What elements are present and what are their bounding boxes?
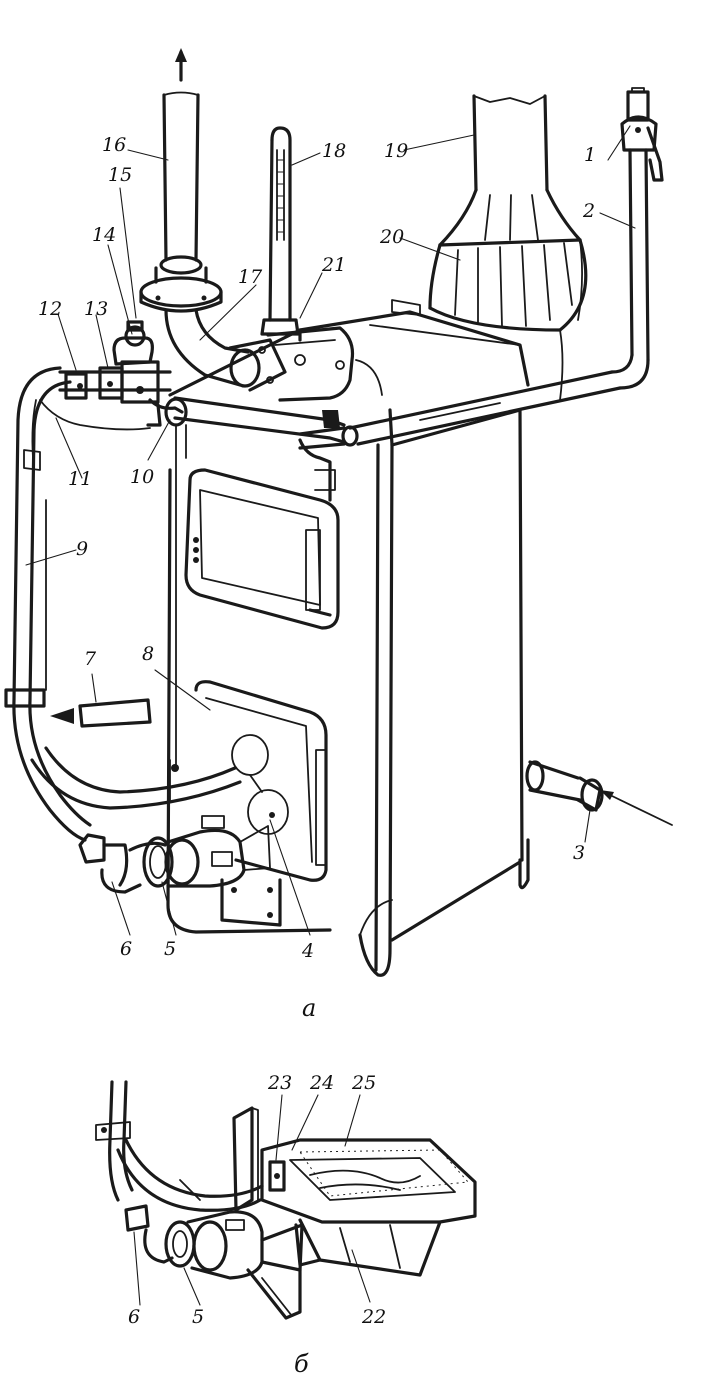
thermometer (260, 126, 300, 336)
chimney (428, 94, 588, 401)
boiler-figure-a (4, 48, 673, 977)
water-inlet-pipe (525, 760, 673, 826)
label-15: 15 (108, 164, 133, 186)
label-16: 16 (102, 134, 127, 156)
label-12: 12 (38, 298, 63, 320)
upper-door (184, 468, 340, 630)
supply-tube (50, 698, 152, 728)
label-2: 2 (583, 200, 596, 222)
flue-pipe (139, 48, 287, 392)
label-b-22: 22 (362, 1306, 387, 1328)
label-1: 1 (584, 144, 597, 166)
boiler-body (166, 299, 530, 977)
label-10: 10 (130, 466, 155, 488)
label-3: 3 (573, 842, 586, 864)
label-b-23: 23 (268, 1072, 293, 1094)
leader-lines-a (25, 125, 636, 936)
gas-valve-assembly (58, 320, 188, 771)
label-20: 20 (380, 226, 405, 248)
gas-supply-line (4, 366, 242, 842)
label-18: 18 (322, 140, 347, 162)
label-b-6: 6 (128, 1306, 141, 1328)
label-13: 13 (84, 298, 109, 320)
label-14: 14 (92, 224, 117, 246)
top-rail (173, 396, 346, 502)
label-19: 19 (384, 140, 409, 162)
label-b-24: 24 (310, 1072, 335, 1094)
label-4: 4 (302, 940, 315, 962)
burner-assembly (78, 815, 282, 927)
label-b-25: 25 (352, 1072, 377, 1094)
caption-a: а (302, 994, 317, 1022)
label-9: 9 (76, 538, 89, 560)
label-6: 6 (120, 938, 133, 960)
caption-b: б (294, 1350, 309, 1378)
label-17: 17 (238, 266, 263, 288)
label-8: 8 (142, 643, 155, 665)
label-21: 21 (322, 254, 347, 276)
label-b-5: 5 (192, 1306, 205, 1328)
lower-door (194, 680, 328, 882)
label-5: 5 (164, 938, 177, 960)
label-7: 7 (84, 648, 97, 670)
label-11: 11 (68, 468, 93, 490)
burner-figure-b (95, 1080, 477, 1320)
gas-inlet-pipe (298, 87, 664, 450)
